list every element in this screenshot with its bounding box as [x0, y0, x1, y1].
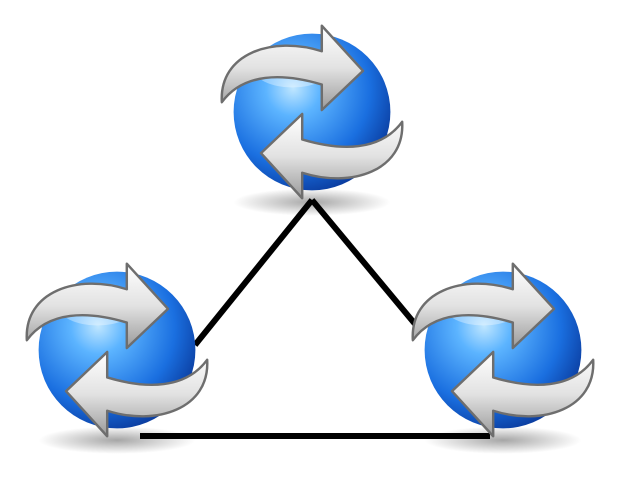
edge-top-left — [192, 198, 315, 347]
node-left — [25, 262, 209, 456]
sync-sphere-icon — [220, 24, 404, 218]
sync-sphere-icon — [411, 262, 595, 456]
edge-top-right — [309, 198, 423, 332]
node-top — [220, 24, 404, 218]
node-right — [411, 262, 595, 456]
sync-sphere-icon — [25, 262, 209, 456]
